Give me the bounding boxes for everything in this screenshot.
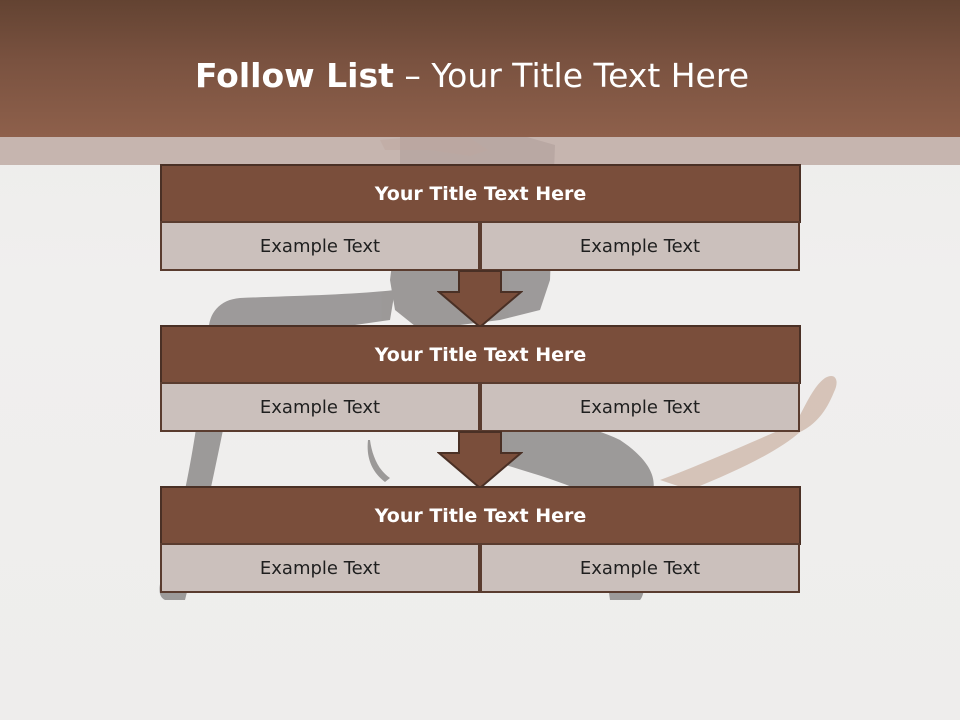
slide-title-rest: – Your Title Text Here xyxy=(404,56,750,95)
slide-title-bold: Follow List xyxy=(194,56,394,95)
block-left-cell[interactable]: Example Text xyxy=(160,221,480,271)
block-left-cell[interactable]: Example Text xyxy=(160,382,480,432)
title-bar-strip xyxy=(0,137,960,165)
block-title[interactable]: Your Title Text Here xyxy=(160,325,801,384)
down-arrow-icon xyxy=(437,431,523,489)
down-arrow-icon xyxy=(437,270,523,328)
block-right-cell[interactable]: Example Text xyxy=(480,382,800,432)
block-left-cell[interactable]: Example Text xyxy=(160,543,480,593)
title-bar xyxy=(0,0,960,137)
slide-title: Follow List – Your Title Text Here xyxy=(0,56,944,95)
block-right-cell[interactable]: Example Text xyxy=(480,221,800,271)
block-title[interactable]: Your Title Text Here xyxy=(160,486,801,545)
block-right-cell[interactable]: Example Text xyxy=(480,543,800,593)
block-title[interactable]: Your Title Text Here xyxy=(160,164,801,223)
